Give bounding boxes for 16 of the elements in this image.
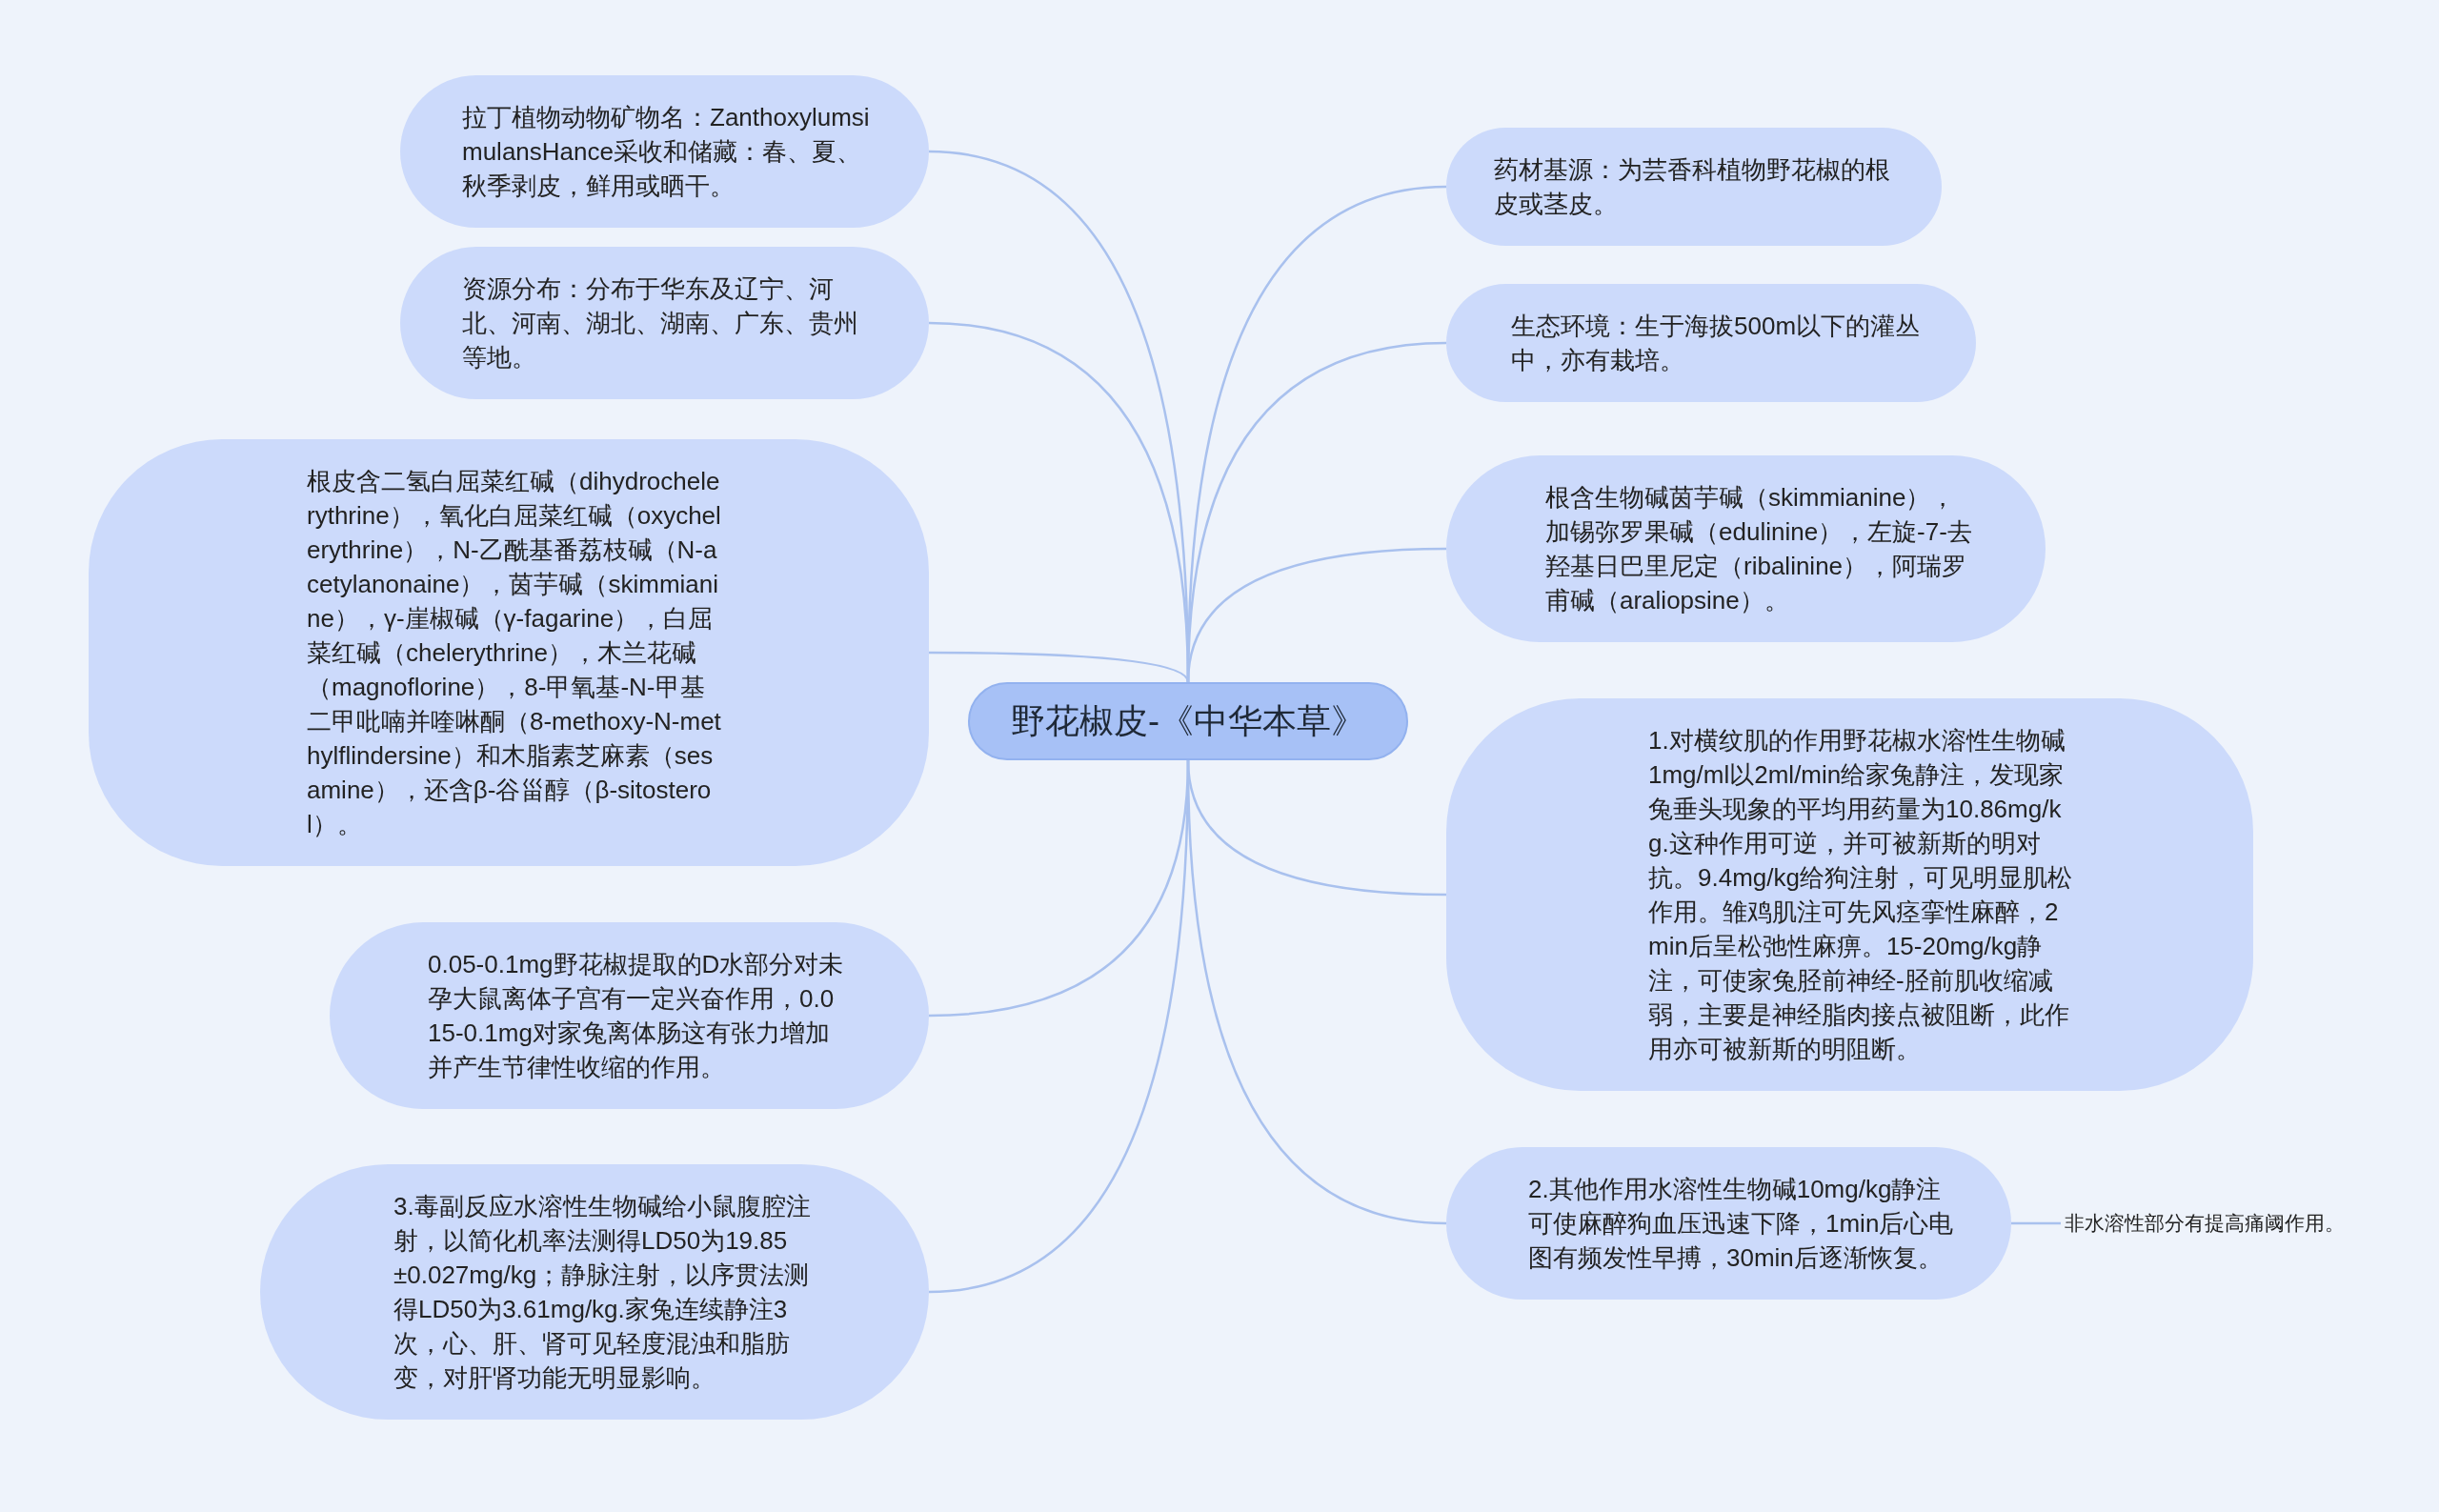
topic-pill xyxy=(89,439,929,866)
topic-text: 2.其他作用水溶性生物碱10mg/kg静注可使麻醉狗血压迅速下降，1min后心电图有频发性早搏，30min后逐渐恢复。 xyxy=(1528,1174,1955,1274)
topic-text: 根含生物碱茵芋碱（skimmianine），加锡弥罗果碱（edulinine），左旋-7-去羟基日巴里尼定（ribalinine），阿瑞罗甫碱（araliopsine）。 xyxy=(1545,482,1973,616)
topic-text: 生态环境：生于海拔500m以下的灌丛中，亦有栽培。 xyxy=(1511,311,1922,376)
note-text: 非水溶性部分有提高痛阈作用。 xyxy=(2065,1211,2345,1237)
connector-line xyxy=(1186,547,1447,683)
topic-text: 药材基源：为芸香科植物野花椒的根皮或茎皮。 xyxy=(1494,154,1891,220)
topic-text: 资源分布：分布于华东及辽宁、河北、河南、湖北、湖南、广东、贵州等地。 xyxy=(462,273,859,373)
topic-text: 1.对横纹肌的作用野花椒水溶性生物碱1mg/ml以2ml/min给家兔静注，发现家兔垂头现象的平均用药量为10.86mg/kg.这种作用可逆，并可被新斯的明对抗。9.4mg/kg给狗注射，可见明显肌松作用。雏鸡肌注可先风痉挛性麻醉，2min后呈松弛性麻痹。15-20mg/kg静注，可使家兔胫前神经-胫前肌收缩减弱，主要是神经脂肉接点被阻断，此作用亦可被新斯的明阻断。 xyxy=(1648,725,2073,1065)
connector-line xyxy=(1186,759,1447,1225)
topic-text: 0.05-0.1mg野花椒提取的D水部分对未孕大鼠离体子宫有一定兴奋作用，0.015-0.1mg对家兔离体肠这有张力增加并产生节律性收缩的作用。 xyxy=(428,949,845,1083)
topic-text: 3.毒副反应水溶性生物碱给小鼠腹腔注射，以简化机率法测得LD50为19.85±0.027mg/kg；静脉注射，以序贯法测得LD50为3.61mg/kg.家兔连续静注3次，心、肝、肾可见轻度混浊和脂肪变，对肝肾功能无明显影响。 xyxy=(393,1191,812,1394)
root-topic-text: 野花椒皮-《中华本草》 xyxy=(1011,700,1365,742)
topic-text: 拉丁植物动物矿物名：ZanthoxylumsimulansHance采收和储藏：春、夏、秋季剥皮，鲜用或晒干。 xyxy=(462,102,871,202)
topic-text: 根皮含二氢白屈菜红碱（dihydrochelerythrine），氧化白屈菜红碱（oxychelerythrine），N-乙酰基番荔枝碱（N-acetylanonaine），茵芋碱（skimmianine），γ-崖椒碱（γ-fagarine），白屈菜红碱（chelerythrine），木兰花碱（magnoflorine），8-甲氧基-N-甲基二甲吡喃并喹啉酮（8-methoxy-N-methylflindersine）和木脂素芝麻素（sesamine），还含β-谷甾醇（β-sitosterol）。 xyxy=(307,466,722,840)
connector-line xyxy=(929,651,1190,683)
